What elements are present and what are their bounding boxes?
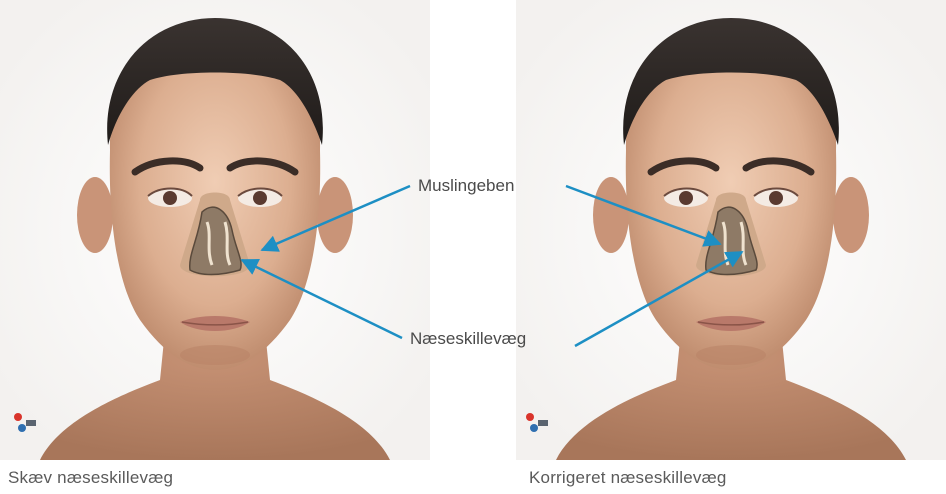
caption-left: Skæv næseskillevæg [8, 468, 173, 488]
caption-right: Korrigeret næseskillevæg [529, 468, 727, 488]
label-turbinate: Muslingeben [418, 176, 514, 196]
label-septum: Næseskillevæg [410, 329, 526, 349]
arrow-turbinate-right [566, 186, 720, 244]
arrow-turbinate-left [262, 186, 410, 250]
arrow-septum-left [242, 260, 402, 338]
arrow-septum-right [575, 252, 742, 346]
